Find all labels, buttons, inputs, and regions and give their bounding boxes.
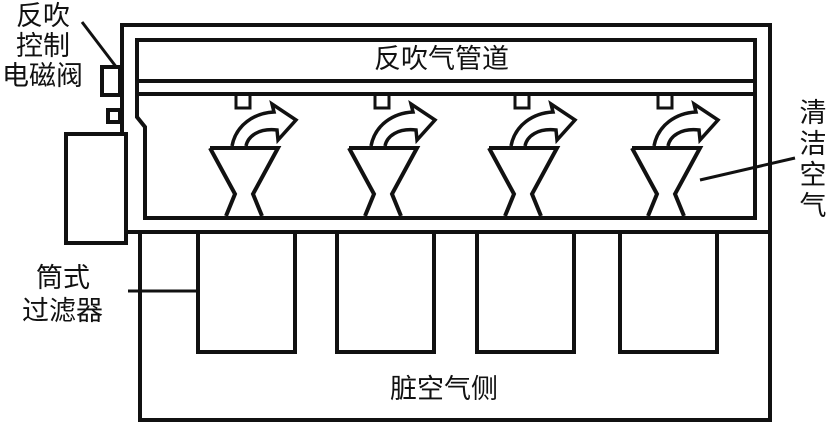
blow-nozzle [234,96,252,110]
clean-air-leader-line [699,156,796,182]
dirty-air-label: 脏空气侧 [390,374,498,405]
inner-chamber [135,38,757,220]
valve-label: 反吹 控制 电磁阀 [2,2,83,92]
blow-nozzle [656,96,674,110]
valve-label-line-3: 电磁阀 [2,61,83,92]
control-box [64,132,128,245]
venturi [347,146,421,217]
solenoid-valve-2 [106,108,122,124]
clean-air-flow-arrow-icon [369,100,438,147]
filter-label: 筒式 过滤器 [22,262,103,328]
clean-air-flow-arrow-icon [230,100,299,147]
cartridge-filter [475,230,576,354]
cartridge-filter [196,230,297,354]
clean-air-flow-arrow-icon [652,100,721,147]
blow-nozzle [373,96,391,110]
valve-label-line-2: 控制 [16,31,70,62]
pipe-label: 反吹气管道 [374,44,509,75]
clean-air-label: 清洁空气 [799,98,827,222]
valve-label-line-1: 反吹 [16,1,70,32]
solenoid-valve-1 [100,65,122,97]
cartridge-filter [618,230,719,354]
venturi [208,146,282,217]
venturi [487,146,561,217]
venturi [630,146,704,217]
filter-label-line-1: 筒式 [36,263,90,294]
clean-air-flow-arrow-icon [509,100,578,147]
blow-nozzle [513,96,531,110]
filter-label-line-2: 过滤器 [22,296,103,327]
valve-leader-line [80,21,119,69]
cartridge-filter [335,230,436,354]
